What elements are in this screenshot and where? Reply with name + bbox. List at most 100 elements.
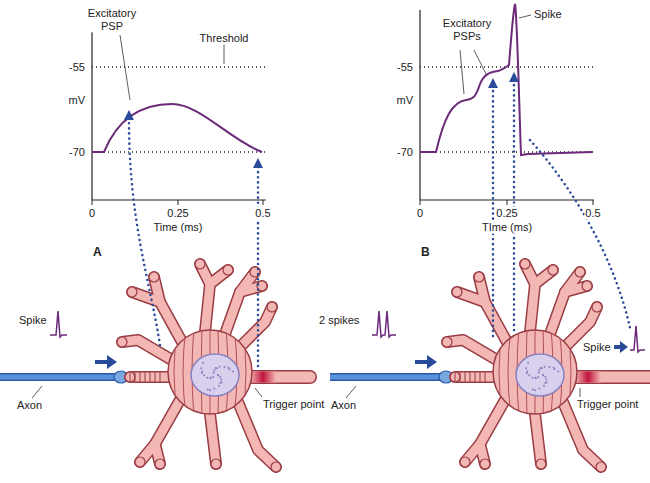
leader-line — [32, 386, 42, 398]
dendrite-knob — [536, 459, 546, 469]
axis-value: -70 — [396, 146, 414, 159]
spike-glyph — [630, 326, 645, 352]
dotted-curve — [530, 140, 630, 328]
panel-letter: B — [420, 246, 431, 260]
leader-line — [255, 388, 262, 397]
dendrite — [525, 264, 535, 332]
presynaptic-axon — [330, 373, 445, 381]
dendrite-knob — [223, 265, 233, 275]
axis-title: Time (ms) — [152, 221, 203, 234]
leader-line — [580, 388, 581, 397]
dendrite-knob — [135, 457, 145, 467]
nucleus-dot — [531, 377, 533, 379]
nucleus-dot — [219, 366, 221, 368]
x-axis — [92, 199, 266, 200]
dendrite — [447, 340, 497, 360]
dendrite-stripe — [480, 372, 481, 382]
dendrite-stripe — [155, 372, 156, 382]
tick-label: 0 — [416, 207, 424, 220]
nucleus-dot — [213, 388, 215, 390]
part-name: Axon — [16, 399, 43, 412]
dendrite-knob — [548, 265, 558, 275]
dendrite-knob — [211, 459, 221, 469]
nucleus-dot — [541, 367, 543, 369]
leader-line — [519, 15, 531, 18]
trigger-point — [575, 372, 601, 383]
direction-arrow — [95, 355, 117, 369]
leader-line — [120, 35, 130, 100]
nucleus-dot — [209, 377, 211, 379]
axis-unit: mV — [396, 94, 415, 107]
nucleus-dot — [526, 371, 528, 373]
dendrite-outline — [455, 371, 495, 383]
axis-value: -55 — [68, 61, 86, 74]
nucleus-dot — [219, 376, 221, 378]
nucleus-dot — [542, 374, 544, 376]
callout-label: Spike — [533, 8, 563, 21]
dendrite — [563, 402, 601, 467]
nucleus-dot — [224, 366, 226, 368]
dendrite-knob — [442, 337, 452, 347]
dendrite-outline — [238, 402, 276, 467]
soma-stripe — [567, 328, 571, 416]
nucleus-dot — [213, 369, 215, 371]
dendrite-outline — [122, 340, 172, 360]
axon — [246, 372, 310, 383]
nucleus-dot — [213, 372, 215, 374]
tick-label: 0.5 — [254, 207, 271, 220]
dendrite-knob — [480, 459, 490, 469]
graph-a — [92, 10, 266, 205]
nucleus-dot — [557, 371, 559, 373]
presynaptic-axon — [330, 375, 445, 380]
nucleus-dot — [554, 368, 556, 370]
nucleus-dot — [206, 377, 208, 379]
nucleus-dot — [534, 377, 536, 379]
tick — [263, 200, 264, 205]
dendrite-outline — [550, 272, 580, 334]
soma-stripe — [165, 328, 170, 416]
nucleus-dot — [210, 377, 212, 379]
threshold-line — [92, 66, 266, 67]
axis-value: -55 — [396, 61, 414, 74]
rest-line — [92, 151, 266, 152]
dendrite-knob — [520, 259, 530, 269]
part-name: Trigger point — [576, 398, 639, 411]
signal-label: Spike — [18, 314, 48, 327]
soma-stripe — [490, 328, 495, 416]
nucleus-dot — [538, 388, 540, 390]
dendrite-outline — [240, 307, 272, 347]
spike-glyph — [372, 311, 396, 337]
spike-glyph — [50, 311, 67, 337]
tick — [593, 200, 594, 205]
callout-label: Excitatory PSP — [80, 7, 144, 32]
dendrite-knob — [195, 259, 205, 269]
dendrite — [210, 414, 216, 464]
nucleus-dot — [542, 374, 544, 376]
nucleus-dot — [544, 366, 546, 368]
dendrite — [238, 402, 276, 467]
tick — [420, 200, 421, 205]
tick-label: 0 — [88, 207, 96, 220]
dendrite — [455, 373, 495, 382]
axis-value: -70 — [68, 146, 86, 159]
nucleus-dot — [216, 367, 218, 369]
leader-line — [346, 386, 356, 398]
nucleus-dot — [209, 389, 211, 391]
signal-label: Spike — [582, 341, 612, 354]
nucleus-dot — [207, 389, 209, 391]
dendrite-outline — [535, 414, 541, 464]
y-axis — [91, 10, 92, 200]
soma-stripe — [174, 328, 178, 416]
nucleus-dot — [218, 385, 220, 387]
tick-label: 0.25 — [495, 207, 518, 220]
spike-curve — [420, 4, 593, 155]
dendrite-outline — [563, 402, 601, 467]
nucleus-dot — [544, 376, 546, 378]
tick — [507, 200, 508, 205]
dendrite-knob — [450, 372, 460, 382]
nucleus-dot — [220, 378, 222, 380]
soma-stripes — [490, 328, 580, 416]
dendrite — [535, 414, 541, 464]
